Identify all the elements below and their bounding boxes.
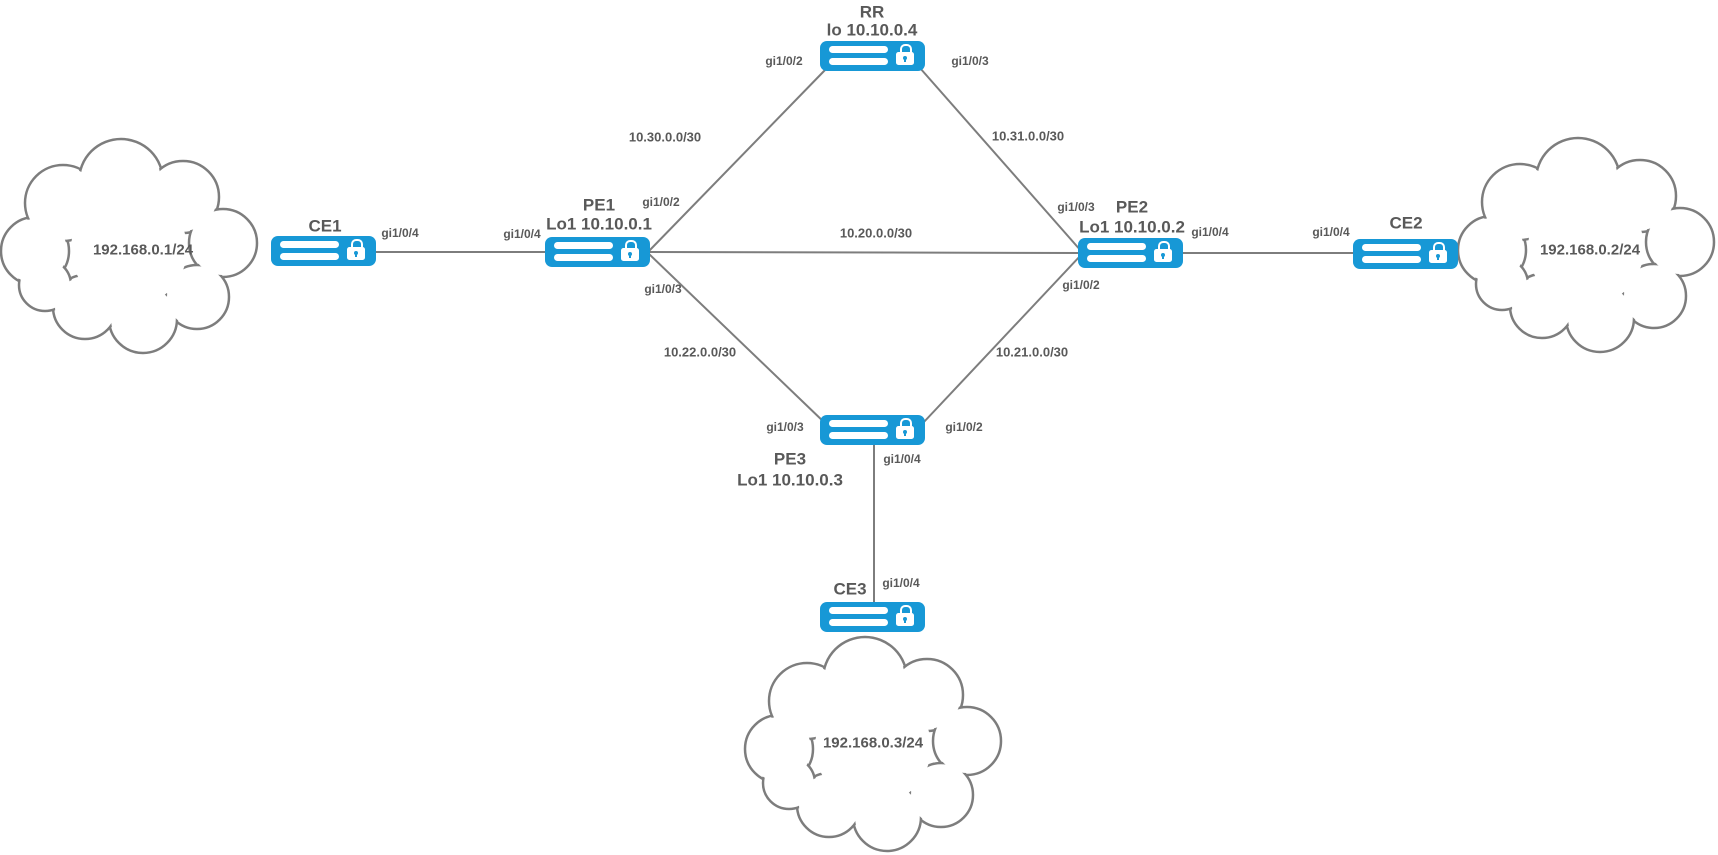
router-panel-bar [829, 420, 888, 427]
label-if-pe2-to-ce2: gi1/0/4 [1191, 225, 1229, 239]
lock-icon [896, 44, 914, 68]
router-panel-bar [829, 432, 888, 439]
link-pe2-pe3[interactable] [922, 253, 1083, 424]
router-panel-bar [829, 619, 888, 626]
label-if-ce3-to-pe3: gi1/0/4 [882, 576, 920, 590]
label-subnet-pe1-pe2: 10.20.0.0/30 [839, 225, 913, 241]
label-ce1-name: CE1 [308, 216, 342, 236]
label-ce2-name: CE2 [1389, 213, 1423, 233]
link-pe1-pe2[interactable] [647, 251, 1083, 254]
router-panel-bar [829, 607, 888, 614]
label-pe3-loopback: Lo1 10.10.0.3 [737, 470, 843, 490]
router-panel-bar [554, 254, 613, 261]
lock-icon [896, 418, 914, 442]
label-if-pe2-to-rr: gi1/0/3 [1057, 200, 1095, 214]
label-pe1-name: PE1 [582, 195, 616, 215]
router-panel-bar [829, 58, 888, 65]
label-if-rr-to-pe1: gi1/0/2 [765, 54, 803, 68]
label-pe1-loopback: Lo1 10.10.0.1 [546, 214, 652, 234]
label-rr-name: RR [859, 2, 885, 22]
lock-icon [1154, 241, 1172, 265]
label-cloud-site2: 192.168.0.2/24 [1539, 241, 1641, 259]
label-rr-loopback: lo 10.10.0.4 [826, 20, 918, 40]
router-panel-bar [829, 46, 888, 53]
label-if-ce1-to-pe1: gi1/0/4 [381, 226, 419, 240]
label-if-pe3-to-pe2: gi1/0/2 [945, 420, 983, 434]
lock-icon [1429, 242, 1447, 266]
lock-icon [347, 239, 365, 263]
lock-icon [896, 605, 914, 629]
lock-icon [621, 240, 639, 264]
label-if-pe3-to-ce3: gi1/0/4 [883, 452, 921, 466]
label-cloud-site1: 192.168.0.1/24 [92, 241, 194, 259]
label-subnet-pe1-pe3: 10.22.0.0/30 [663, 344, 737, 360]
label-subnet-rr-pe2: 10.31.0.0/30 [991, 128, 1065, 144]
label-if-pe1-to-ce1: gi1/0/4 [503, 227, 541, 241]
label-if-pe3-to-pe1: gi1/0/3 [766, 420, 804, 434]
label-pe2-loopback: Lo1 10.10.0.2 [1079, 217, 1185, 237]
label-subnet-pe1-rr: 10.30.0.0/30 [628, 129, 702, 145]
router-pe2[interactable] [1078, 238, 1183, 268]
label-if-pe2-to-pe3: gi1/0/2 [1062, 278, 1100, 292]
link-pe1-rr[interactable] [647, 68, 827, 253]
router-ce2[interactable] [1353, 239, 1458, 269]
label-if-pe1-to-rr: gi1/0/2 [642, 195, 680, 209]
router-panel-bar [1087, 255, 1146, 262]
router-panel-bar [554, 242, 613, 249]
link-pe1-pe3[interactable] [647, 252, 827, 425]
router-rr[interactable] [820, 41, 925, 71]
router-panel-bar [1087, 243, 1146, 250]
router-panel-bar [280, 253, 339, 260]
router-panel-bar [1362, 256, 1421, 263]
label-pe2-name: PE2 [1115, 197, 1149, 217]
label-cloud-site3: 192.168.0.3/24 [822, 734, 924, 752]
router-panel-bar [1362, 244, 1421, 251]
label-if-pe1-to-pe3: gi1/0/3 [644, 282, 682, 296]
router-ce1[interactable] [271, 236, 376, 266]
router-ce3[interactable] [820, 602, 925, 632]
router-pe1[interactable] [545, 237, 650, 267]
label-ce3-name: CE3 [833, 579, 867, 599]
label-if-ce2-to-pe2: gi1/0/4 [1312, 225, 1350, 239]
label-subnet-pe2-pe3: 10.21.0.0/30 [995, 344, 1069, 360]
router-panel-bar [280, 241, 339, 248]
label-if-rr-to-pe2: gi1/0/3 [951, 54, 989, 68]
router-pe3[interactable] [820, 415, 925, 445]
link-rr-pe2[interactable] [919, 67, 1083, 253]
label-pe3-name: PE3 [773, 449, 807, 469]
